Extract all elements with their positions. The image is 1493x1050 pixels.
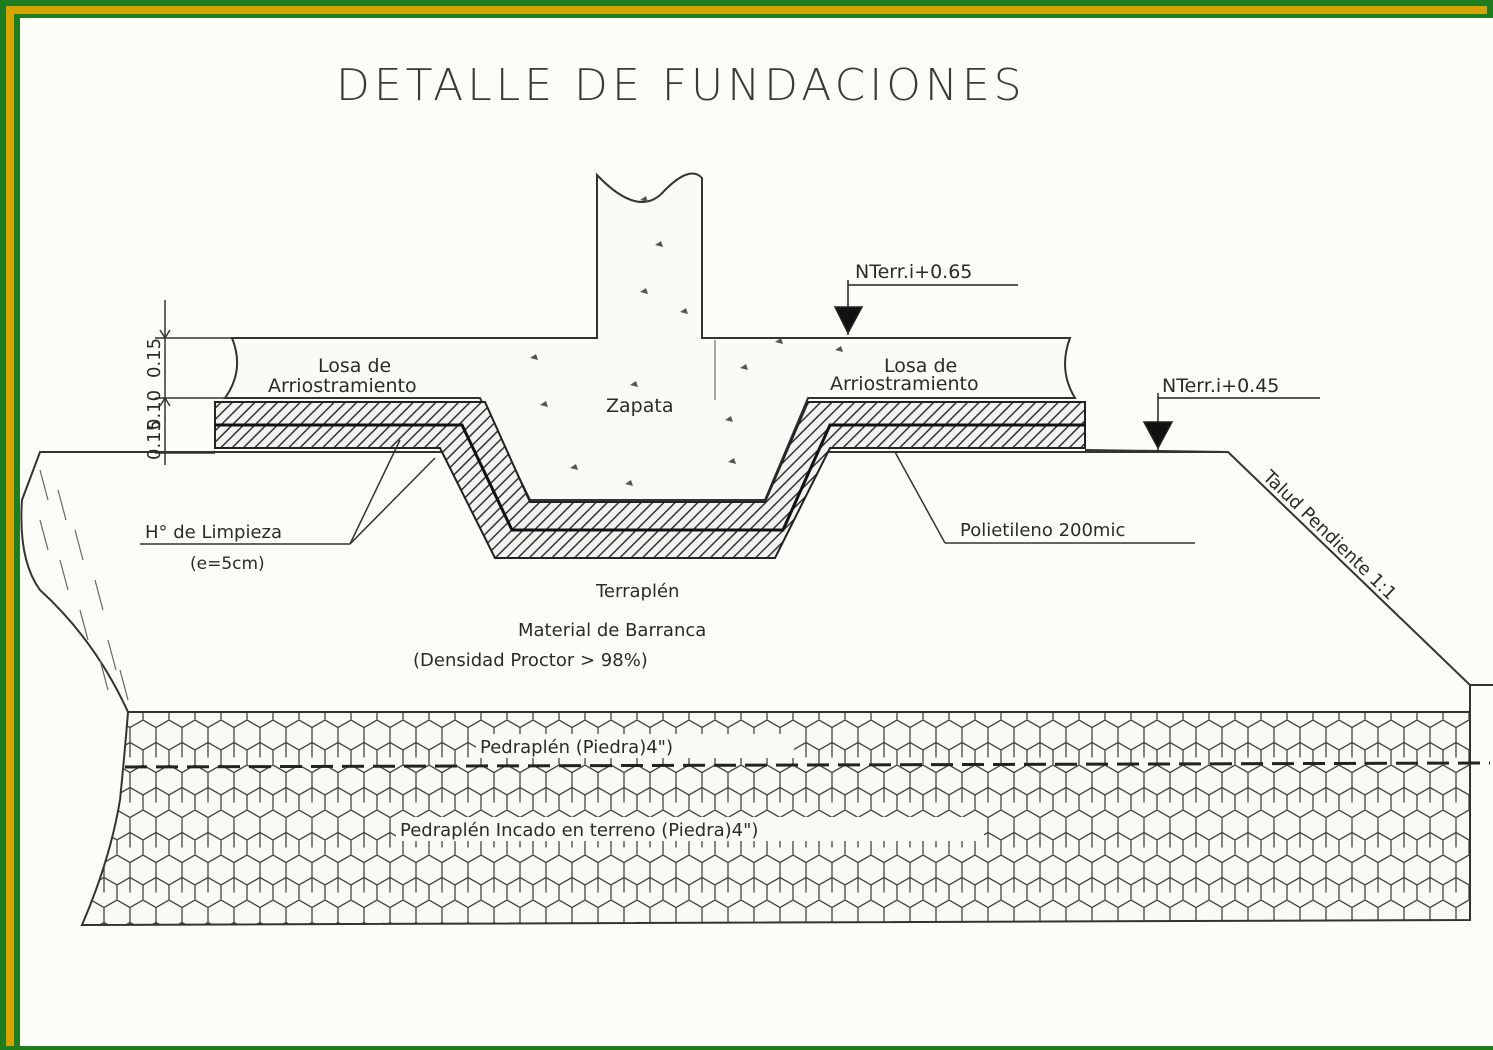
polyethylene-line bbox=[215, 423, 1085, 532]
clean-concrete-label-1: H° de Limpieza bbox=[145, 522, 282, 543]
polyethylene-label: Polietileno 200mic bbox=[960, 520, 1125, 541]
footing-concrete bbox=[223, 172, 1077, 501]
rockfill-dashed-line bbox=[124, 761, 1491, 769]
level-marker-high bbox=[833, 280, 1018, 335]
slab-left-label-2: Arriostramiento bbox=[268, 375, 417, 397]
level-label-low: NTerr.i+0.45 bbox=[1162, 375, 1279, 397]
aggregate-marks bbox=[530, 196, 843, 486]
embankment-outline bbox=[20, 451, 1471, 713]
dim-label-top: 0.15 bbox=[144, 338, 165, 378]
dim-label-low: 0.15 bbox=[144, 420, 165, 460]
level-label-high: NTerr.i+0.65 bbox=[855, 261, 972, 283]
fill-label-1: Terraplén bbox=[595, 581, 679, 602]
footing-label: Zapata bbox=[606, 395, 673, 417]
slab-right-label-2: Arriostramiento bbox=[830, 373, 979, 395]
leader-clean-concrete bbox=[140, 439, 436, 545]
rockfill-lower-label: Pedraplén Incado en terreno (Piedra)4") bbox=[400, 820, 758, 841]
diagram-title: DETALLE DE FUNDACIONES bbox=[336, 60, 1026, 111]
clean-concrete-label-2: (e=5cm) bbox=[190, 554, 265, 574]
left-slope-texture bbox=[39, 469, 129, 701]
dimension-line bbox=[155, 300, 232, 465]
slab-left-label-1: Losa de bbox=[318, 355, 391, 377]
fill-label-2: Material de Barranca bbox=[518, 620, 706, 641]
dim-label-mid: 0.10 bbox=[144, 390, 165, 430]
rockfill-upper-label: Pedraplén (Piedra)4") bbox=[480, 737, 673, 758]
leader-polyethylene bbox=[894, 451, 1195, 544]
clean-concrete-layer bbox=[214, 401, 1086, 559]
level-marker-low bbox=[1142, 393, 1320, 450]
slab-right-label-1: Losa de bbox=[884, 355, 957, 377]
fill-label-3: (Densidad Proctor > 98%) bbox=[413, 650, 648, 671]
